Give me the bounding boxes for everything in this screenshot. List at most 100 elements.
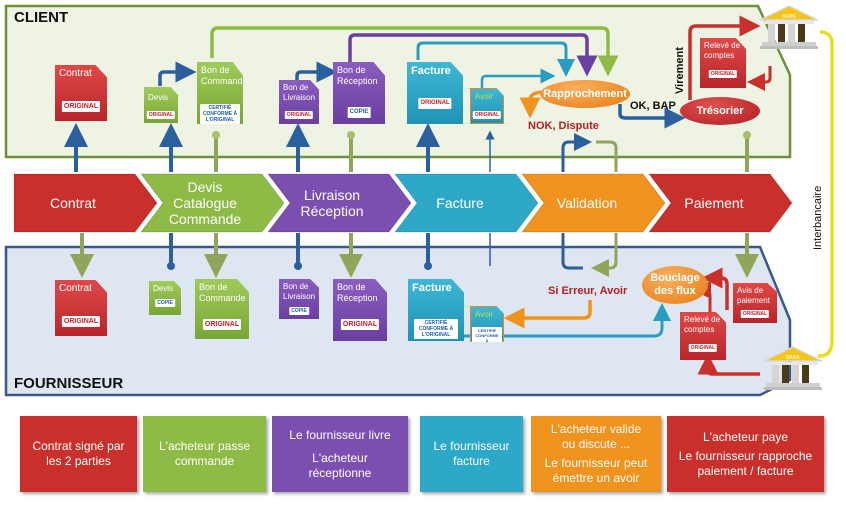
client-doc-bon-reception: Bon de Réception COPIE bbox=[333, 62, 385, 124]
process-chevron bbox=[647, 173, 793, 233]
doc-title: Contrat bbox=[59, 283, 92, 294]
supplier-doc-avis-paiement: Avis de paiement ORIGINAL bbox=[733, 283, 777, 323]
desc-validation: L'acheteur valide ou discute ... Le four… bbox=[531, 416, 661, 492]
bouclage-node: Bouclage des flux bbox=[642, 266, 708, 304]
bank-icon: BANK bbox=[763, 346, 823, 390]
doc-title: Commande bbox=[201, 76, 248, 86]
desc-paiement: L'acheteur paye Le fournisseur rapproche… bbox=[667, 416, 824, 492]
original-stamp: ORIGINAL bbox=[202, 319, 242, 330]
doc-title: comptes bbox=[684, 325, 715, 334]
doc-title: Relevé de bbox=[684, 315, 721, 324]
desc-line: émettre un avoir bbox=[552, 471, 640, 485]
desc-line: L'acheteur paye bbox=[702, 429, 789, 444]
desc-line: Le fournisseur bbox=[433, 439, 510, 453]
step-label: Paiement bbox=[684, 195, 744, 211]
doc-title: Devis bbox=[148, 93, 169, 102]
bank-sign: BANK bbox=[786, 355, 800, 361]
desc-line: ou discute ... bbox=[561, 437, 631, 451]
desc-line: Contrat signé par bbox=[32, 439, 125, 453]
tresorier-node: Trésorier bbox=[680, 97, 760, 125]
bank-sign: BANK bbox=[782, 14, 796, 20]
nok-dispute-label: NOK, Dispute bbox=[528, 120, 599, 132]
doc-title: Bon de bbox=[199, 282, 228, 292]
si-erreur-label: Si Erreur, Avoir bbox=[548, 285, 628, 297]
node-label: Bouclage bbox=[650, 272, 700, 284]
copy-stamp: COPIE bbox=[347, 107, 371, 118]
step-label: Devis bbox=[187, 179, 223, 195]
node-label: des flux bbox=[654, 285, 696, 297]
doc-title: Réception bbox=[337, 76, 378, 86]
desc-livraison: Le fournisseur livre L'acheteur réceptio… bbox=[272, 416, 408, 492]
desc-commande: L'acheteur passe commande bbox=[143, 416, 266, 492]
doc-title: Avoir bbox=[475, 310, 494, 319]
doc-title: Bon de bbox=[283, 83, 309, 92]
supplier-doc-contrat: Contrat ORIGINAL bbox=[55, 280, 107, 336]
step-label: Réception bbox=[300, 203, 364, 219]
step-paiement: Paiement bbox=[654, 178, 774, 228]
process-chevron bbox=[13, 173, 158, 233]
supplier-lane-label: FOURNISSEUR bbox=[14, 375, 124, 392]
doc-title: Bon de bbox=[283, 282, 309, 291]
step-label: Contrat bbox=[50, 195, 96, 211]
virement-label: Virement bbox=[674, 47, 686, 94]
copy-stamp: COPIE bbox=[289, 307, 309, 315]
copy-stamp: COPIE bbox=[155, 299, 175, 307]
doc-title: Avis de bbox=[737, 286, 764, 295]
doc-title: Livraison bbox=[283, 292, 316, 301]
original-stamp: ORIGINAL bbox=[340, 319, 380, 330]
certified-stamp: CERTIFIÉ CONFORME À L'ORIGINAL bbox=[200, 104, 240, 124]
doc-title: Facture bbox=[411, 65, 451, 77]
original-stamp: ORIGINAL bbox=[688, 344, 718, 352]
bank-icon: BANK bbox=[759, 5, 819, 49]
supplier-doc-bon-livraison: Bon de Livraison COPIE bbox=[279, 279, 319, 319]
desc-line: L'acheteur bbox=[312, 450, 368, 465]
doc-title: Réception bbox=[337, 293, 378, 303]
original-stamp: ORIGINAL bbox=[61, 316, 101, 327]
doc-title: Bon de bbox=[337, 282, 366, 292]
desc-line: Le fournisseur rapproche bbox=[678, 448, 813, 463]
desc-line: les 2 parties bbox=[46, 454, 111, 468]
certified-stamp: CERTIFIÉ CONFORME À L'ORIGINAL bbox=[472, 327, 502, 342]
process-chevron bbox=[266, 173, 412, 233]
step-label: Catalogue bbox=[173, 195, 237, 211]
original-stamp: ORIGINAL bbox=[708, 70, 738, 78]
process-chevron bbox=[393, 173, 539, 233]
original-stamp: ORIGINAL bbox=[61, 101, 101, 112]
desc-contrat: Contrat signé par les 2 parties bbox=[20, 416, 137, 492]
process-chevron bbox=[139, 173, 285, 233]
original-stamp: ORIGINAL bbox=[146, 111, 176, 119]
step-label: Facture bbox=[436, 195, 484, 211]
step-contrat: Contrat bbox=[18, 178, 128, 228]
client-lane-label: CLIENT bbox=[14, 9, 69, 26]
client-doc-bon-livraison: Bon de Livraison ORIGINAL bbox=[279, 80, 319, 124]
client-doc-devis: Devis ORIGINAL bbox=[144, 87, 178, 123]
client-doc-contrat: Contrat ORIGINAL bbox=[55, 65, 107, 121]
doc-title: Facture bbox=[412, 282, 452, 294]
step-label: Validation bbox=[556, 195, 618, 211]
supplier-doc-releve: Relevé de comptes ORIGINAL bbox=[680, 312, 726, 360]
original-stamp: ORIGINAL bbox=[418, 98, 452, 109]
doc-title: Livraison bbox=[283, 93, 316, 102]
client-doc-avoir: Avoir ORIGINAL bbox=[470, 88, 504, 124]
original-stamp: ORIGINAL bbox=[472, 111, 502, 119]
desc-facture: Le fournisseur facture bbox=[420, 416, 523, 492]
doc-title: Relevé de bbox=[704, 41, 741, 50]
certified-stamp: CERTIFIÉ CONFORME À L'ORIGINAL bbox=[414, 319, 458, 339]
step-label: Commande bbox=[168, 211, 242, 227]
doc-title: Bon de bbox=[201, 65, 230, 75]
rapprochement-node: Rapprochement bbox=[540, 80, 630, 108]
process-chevron bbox=[520, 173, 666, 233]
desc-line: facture bbox=[453, 454, 490, 468]
interbancaire-label: Interbancaire bbox=[812, 185, 824, 250]
step-label: Livraison bbox=[303, 187, 361, 203]
desc-line: Le fournisseur peut bbox=[544, 456, 648, 470]
doc-title: comptes bbox=[704, 51, 735, 60]
doc-title: paiement bbox=[737, 296, 770, 305]
supplier-doc-bon-reception: Bon de Réception ORIGINAL bbox=[333, 279, 387, 341]
step-livraison: Livraison Réception bbox=[272, 178, 392, 228]
desc-line: commande bbox=[174, 454, 235, 468]
interbank-line bbox=[818, 30, 834, 358]
client-doc-releve: Relevé de comptes ORIGINAL bbox=[700, 38, 746, 88]
doc-title: Commande bbox=[199, 293, 246, 303]
doc-title: Avoir bbox=[475, 92, 494, 101]
